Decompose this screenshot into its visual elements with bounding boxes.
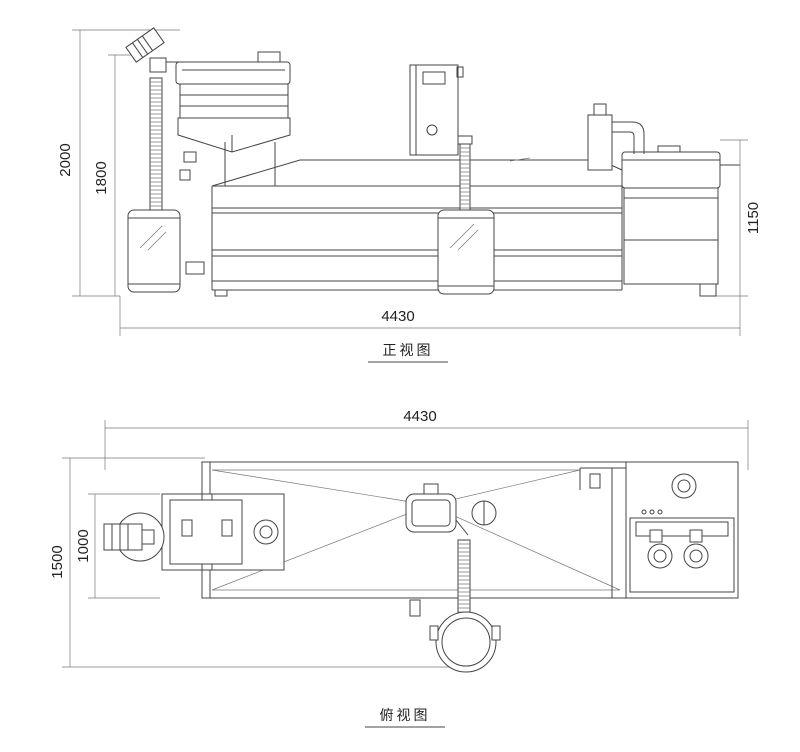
- left-collection-bin: [127, 209, 205, 293]
- top-dim-width: 4430: [403, 408, 436, 425]
- right-pump: [587, 103, 645, 171]
- front-dim-height-inner: 1800: [93, 161, 110, 194]
- motor-icon: [125, 27, 180, 73]
- center-collection-bin: [437, 209, 495, 295]
- front-view: 4430 2000 1800 1150 正视图: [57, 27, 762, 363]
- front-dim-width: 4430: [381, 308, 414, 325]
- front-dim-height-total: 2000: [57, 143, 74, 176]
- main-tank: [211, 157, 623, 297]
- top-right-unit: [625, 461, 739, 599]
- top-dim-depth-total: 1500: [49, 545, 66, 578]
- top-view-caption: 俯视图: [380, 708, 431, 724]
- top-center-collector: [405, 483, 469, 536]
- top-motor-icon: [103, 512, 165, 562]
- top-view: 4430 1500 1000 俯视图: [49, 408, 749, 728]
- control-box: [409, 64, 464, 156]
- top-hopper-box: [161, 493, 285, 571]
- top-dimension-lines: [62, 420, 749, 668]
- center-hose: [457, 135, 473, 211]
- right-tank: [621, 145, 740, 297]
- left-hose: [149, 77, 163, 211]
- top-drain-valve: [409, 599, 421, 617]
- hopper-tank: [175, 51, 291, 186]
- front-dim-height-right: 1150: [745, 202, 762, 234]
- front-dimension-lines: [72, 29, 748, 336]
- top-center-hose: [429, 539, 501, 673]
- front-view-caption: 正视图: [383, 343, 434, 359]
- top-dim-depth-inner: 1000: [75, 529, 92, 562]
